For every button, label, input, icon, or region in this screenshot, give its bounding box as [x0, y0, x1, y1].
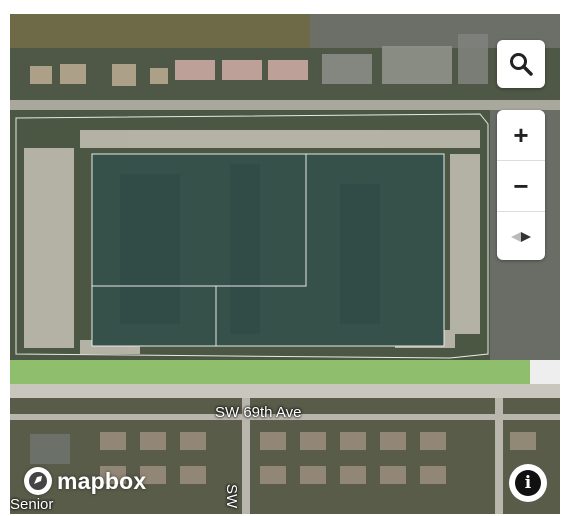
north-houses — [30, 34, 488, 86]
zoom-in-button[interactable]: + — [513, 119, 529, 150]
greenway — [10, 360, 530, 384]
road-label-sw-69th-ave: SW 69th Ave — [215, 404, 302, 421]
info-icon: i — [515, 470, 541, 496]
mapbox-logo-text: mapbox — [57, 467, 147, 494]
compass-icon — [511, 232, 531, 242]
mapbox-logo[interactable]: mapbox — [24, 467, 146, 495]
sw-69th-ave — [10, 414, 560, 420]
compass-button[interactable] — [497, 211, 545, 260]
road-label-sw: SW — [223, 484, 240, 509]
zoom-controls: + − — [497, 110, 545, 260]
parcel-lines — [15, 113, 489, 359]
search-icon — [510, 53, 533, 76]
place-label-senior: Senior — [10, 496, 54, 513]
map-view[interactable]: SW 69th Ave SW Senior + − mapbox i — [10, 14, 560, 514]
mapbox-logo-icon — [24, 467, 52, 495]
canal-water — [10, 14, 310, 48]
north-road — [10, 100, 560, 110]
south-houses — [30, 432, 536, 484]
attribution-info-button[interactable]: i — [509, 464, 547, 502]
satellite-basemap — [10, 14, 560, 514]
search-button[interactable] — [497, 40, 545, 88]
zoom-out-button[interactable]: − — [497, 160, 545, 211]
